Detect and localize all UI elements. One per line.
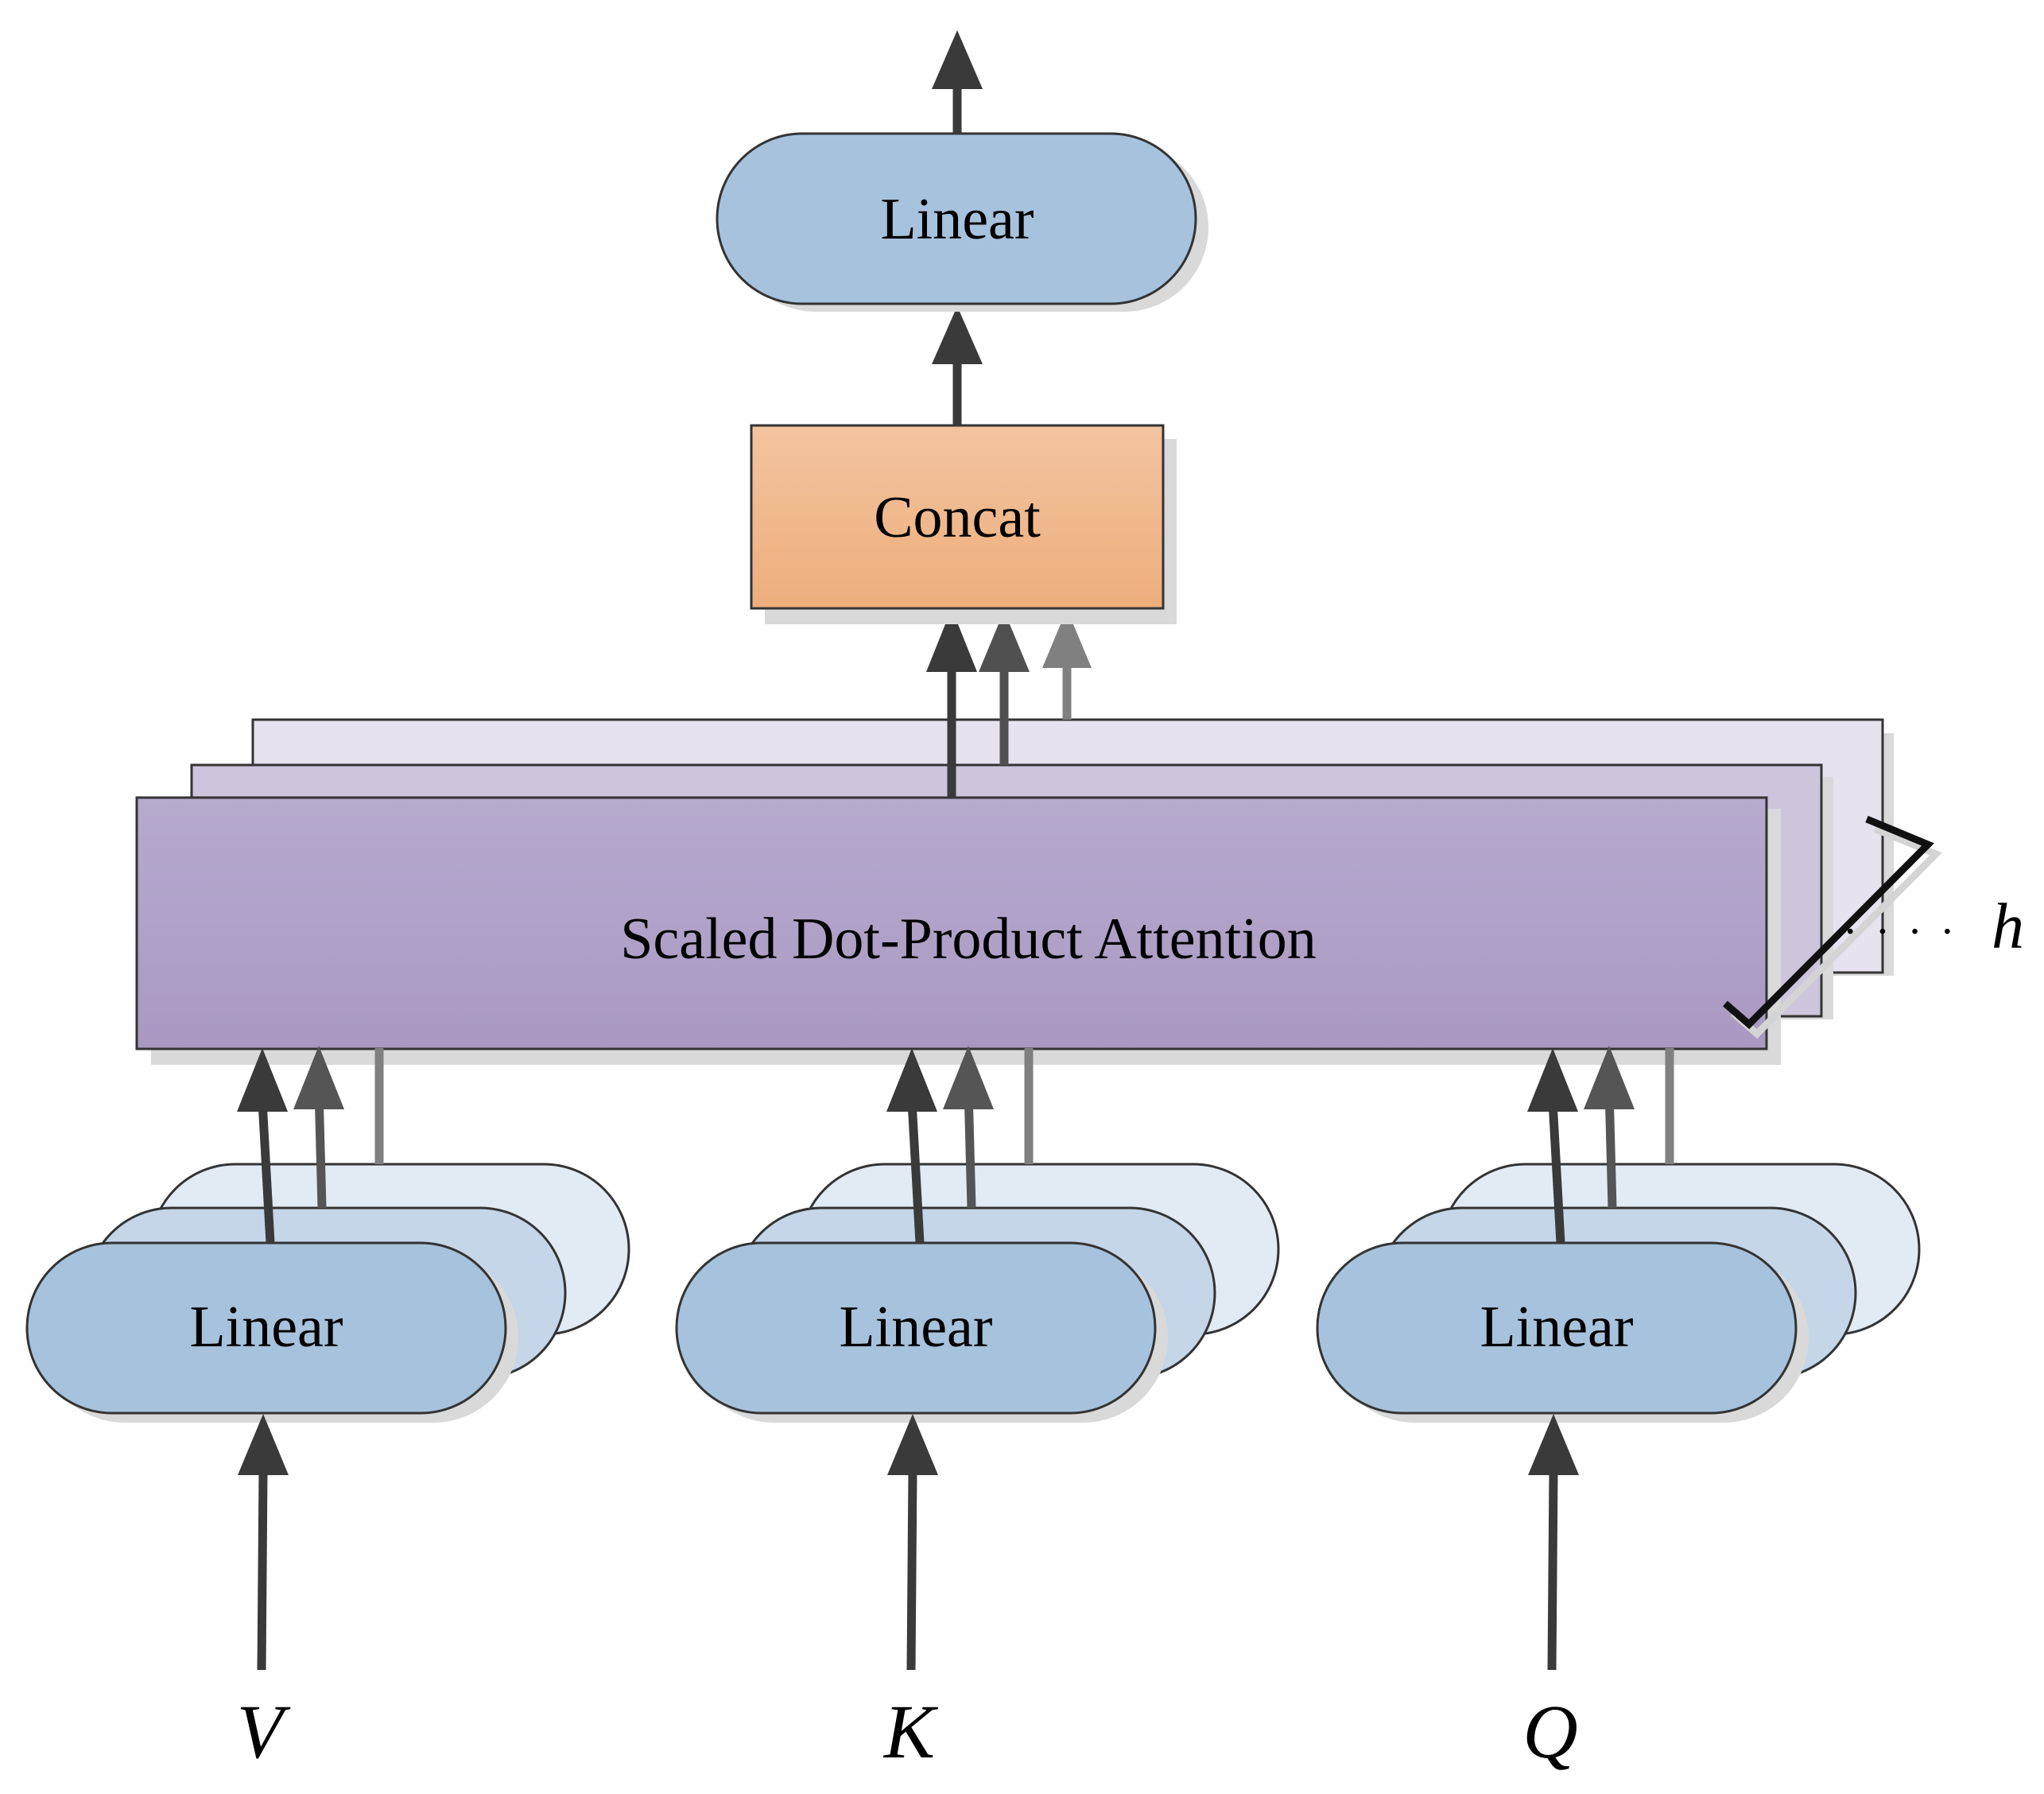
- head-input-arrow-1-head: [1527, 1048, 1578, 1112]
- head-arrow-2-head: [979, 611, 1030, 672]
- input-arrow-shaft: [1547, 1470, 1558, 1671]
- input-variable-v: V: [237, 1689, 291, 1774]
- heads-indicator: · · · · h: [1723, 815, 2024, 1039]
- output-linear-group: Linear: [716, 132, 1208, 312]
- head-input-arrow-1-head: [886, 1048, 937, 1112]
- concat-block: [750, 424, 1165, 610]
- input-arrow-head: [238, 1414, 289, 1475]
- output-arrow-head: [932, 30, 983, 89]
- head-arrow-1-head: [926, 608, 977, 672]
- attention-label: Scaled Dot-Product Attention: [620, 907, 1317, 972]
- input-arrow-head: [887, 1414, 938, 1475]
- head-input-arrow-2-head: [293, 1046, 344, 1109]
- head-input-arrow-1-shaft: [1548, 1101, 1565, 1244]
- head-input-arrow-2-head: [943, 1046, 994, 1109]
- input-arrow-head: [1528, 1414, 1579, 1475]
- input-linear-label: Linear: [1480, 1295, 1633, 1360]
- input-variable-k: K: [882, 1689, 939, 1774]
- heads-bracket-line: [1723, 815, 1934, 1030]
- concat-to-linear-arrow-head: [932, 306, 983, 364]
- head-input-arrow-1-head: [237, 1048, 288, 1112]
- head-input-arrow-1-shaft: [907, 1101, 925, 1244]
- input-arrow-shaft: [257, 1470, 268, 1671]
- input-variable-q: Q: [1522, 1689, 1577, 1774]
- input-arrow-shaft: [906, 1470, 917, 1671]
- input-linear-label: Linear: [839, 1295, 992, 1360]
- head-arrow-3-head: [1042, 609, 1092, 668]
- heads-count-label: h: [1992, 890, 2024, 962]
- concat-label: Concat: [874, 485, 1041, 550]
- heads-dots: · · · ·: [1843, 907, 1958, 957]
- output-linear-label: Linear: [880, 187, 1034, 252]
- input-linear-label: Linear: [189, 1295, 343, 1360]
- head-input-arrow-2-head: [1584, 1046, 1635, 1109]
- attention-block: [135, 796, 1768, 1050]
- attention-to-concat-arrows: [926, 608, 1092, 798]
- head-input-arrow-1-shaft: [258, 1101, 275, 1244]
- concat-group: Concat: [750, 424, 1177, 624]
- attention-stack: Scaled Dot-Product Attention: [135, 718, 1894, 1065]
